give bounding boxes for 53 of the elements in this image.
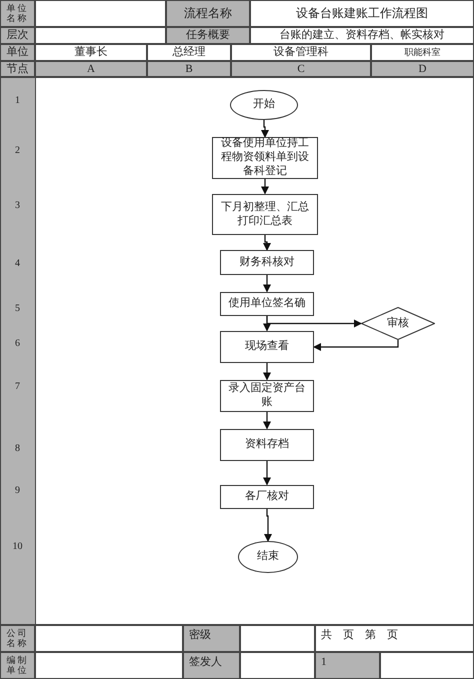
header-cell: D xyxy=(371,61,474,77)
header-cell: C xyxy=(231,61,371,77)
row-number: 8 xyxy=(14,443,21,456)
process-box: 使用单位签名确 xyxy=(220,292,314,316)
table-cell: 台账的建立、资料存档、帐实核对 xyxy=(250,27,474,44)
arrow xyxy=(261,120,269,138)
process-box: 财务科核对 xyxy=(220,250,314,275)
process-box: 录入固定资产台账 xyxy=(220,380,314,412)
arrow xyxy=(313,340,399,351)
decision-diamond: 审核 xyxy=(361,307,435,340)
arrow xyxy=(263,461,271,486)
process-box: 设备使用单位持工程物资领料单到设备科登记 xyxy=(212,137,318,179)
process-box: 下月初整理、汇总打印汇总表 xyxy=(212,194,318,235)
header-cell: 公司名称 xyxy=(0,625,35,652)
row-number: 2 xyxy=(14,145,21,158)
row-number: 7 xyxy=(14,381,21,394)
row-number: 10 xyxy=(12,541,24,554)
header-cell: 单位名称 xyxy=(0,0,35,27)
arrow xyxy=(263,235,271,251)
header-cell: 密级 xyxy=(183,625,240,652)
row-number: 3 xyxy=(14,200,21,213)
arrow xyxy=(263,275,271,292)
table-cell: 设备管理科 xyxy=(231,44,371,61)
terminal-oval: 开始 xyxy=(230,90,298,120)
header-cell: 编制单位 xyxy=(0,652,35,679)
arrow xyxy=(264,509,272,542)
table-cell: 设备台账建账工作流程图 xyxy=(250,0,474,27)
table-cell: 董事长 xyxy=(35,44,147,61)
row-number: 1 xyxy=(14,95,21,108)
arrow xyxy=(263,412,271,430)
row-number: 9 xyxy=(14,485,21,498)
row-number: 6 xyxy=(14,338,21,351)
header-cell: 流程名称 xyxy=(166,0,250,27)
header-cell: 层次 xyxy=(0,27,35,44)
table-cell: 共 页 第 页 xyxy=(315,625,474,652)
arrow xyxy=(263,363,271,380)
header-cell: 签发人 xyxy=(183,652,240,679)
table-cell: 职能科室 xyxy=(371,44,474,61)
row-number: 4 xyxy=(14,258,21,271)
header-cell: 单位 xyxy=(0,44,35,61)
header-cell: A xyxy=(35,61,147,77)
arrow xyxy=(266,316,362,328)
table-cell: 总经理 xyxy=(147,44,231,61)
process-box: 现场查看 xyxy=(220,331,314,363)
header-cell: 1 xyxy=(315,652,380,679)
row-number: 5 xyxy=(14,303,21,316)
header-cell: B xyxy=(147,61,231,77)
arrow xyxy=(261,179,269,194)
process-box: 资料存档 xyxy=(220,429,314,461)
terminal-oval: 结束 xyxy=(238,541,298,573)
header-cell: 任务概要 xyxy=(166,27,250,44)
header-cell: 节点 xyxy=(0,61,35,77)
process-box: 各厂核对 xyxy=(220,485,314,509)
